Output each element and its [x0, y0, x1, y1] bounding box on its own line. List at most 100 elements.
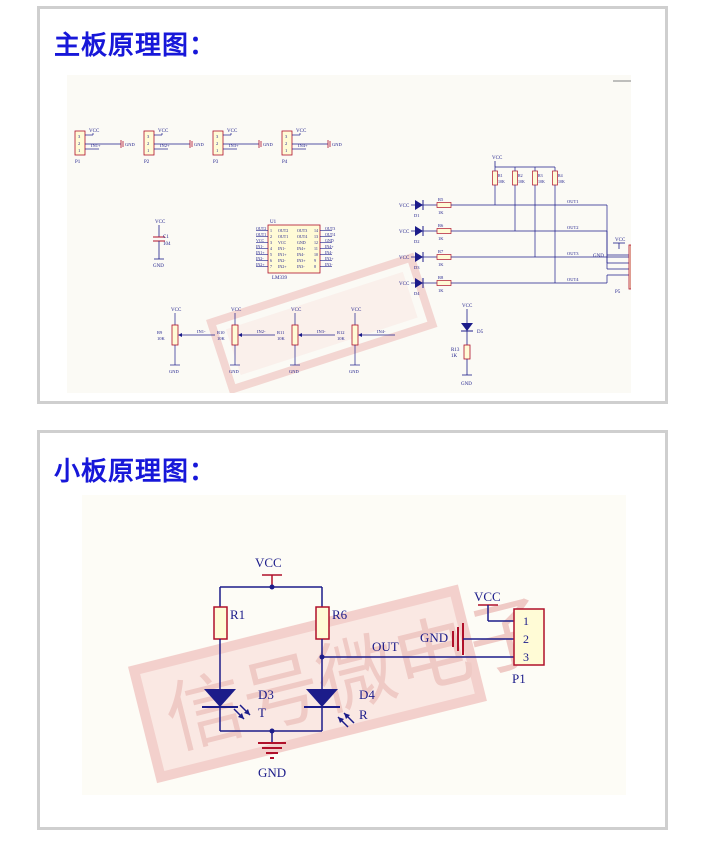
- pot-body: [231, 324, 239, 346]
- pin-inner-left: IN1-: [278, 246, 286, 251]
- header-body: [143, 130, 155, 156]
- pot-vcc-label: VCC: [291, 308, 302, 313]
- pin-num-left: 3: [270, 240, 272, 245]
- power-led-d5: VCC D5 R13 1K GND: [451, 304, 484, 387]
- pot-vcc-label: VCC: [231, 308, 242, 313]
- r1-ref: R1: [230, 607, 245, 622]
- pin-name-right: IN3+: [325, 256, 334, 261]
- pin-inner-left: OUT1: [278, 234, 288, 239]
- pin-num-left: 1: [270, 228, 272, 233]
- led-res-value: 1K: [438, 236, 444, 241]
- pot-ref: R10: [217, 330, 225, 335]
- header-vcc-label: VCC: [296, 129, 307, 134]
- schematic-background: [67, 75, 631, 393]
- led-ref: D4: [414, 291, 420, 296]
- pin-name-left: IN2+: [256, 262, 265, 267]
- pin-name-right: GND: [325, 238, 334, 243]
- header-ref: P4: [282, 160, 288, 165]
- pin-num-right: 8: [314, 264, 316, 269]
- cap-ref: C1: [163, 235, 169, 240]
- led-res-value: 1K: [438, 262, 444, 267]
- led-res-ref: R7: [438, 249, 444, 254]
- pot-value: 10K: [337, 336, 346, 341]
- header-pin-label: 3: [78, 134, 81, 139]
- pin-inner-left: OUT2: [278, 228, 288, 233]
- wiper-arrow: [298, 333, 302, 337]
- led-resistor-body: [436, 280, 452, 286]
- pullup-ref: R1: [498, 173, 503, 178]
- pin-inner-left: IN1+: [278, 252, 287, 257]
- pin-num-left: 6: [270, 258, 272, 263]
- pullup-value: 10K: [518, 179, 525, 184]
- pin-name-right: IN4-: [325, 250, 333, 255]
- header-pin-1: 1: [523, 614, 529, 628]
- pullup-body: [552, 170, 558, 186]
- pin-num-left: 5: [270, 252, 272, 257]
- r13-ref: R13: [451, 348, 460, 353]
- header-ref: P1: [512, 671, 526, 686]
- header-vcc-label: VCC: [89, 129, 100, 134]
- header-pin-label: 2: [147, 141, 149, 146]
- header-vcc-label: VCC: [227, 129, 238, 134]
- header-pin-label: 1: [78, 148, 80, 153]
- pin-num-right: 9: [314, 258, 316, 263]
- led-resistor-body: [436, 254, 452, 260]
- led-net-label: OUT1: [567, 199, 579, 204]
- comparator-part: LM339: [272, 276, 288, 281]
- pin-name-left: VCC: [256, 238, 265, 243]
- small-board-schematic: 信号微电子 VCC R1 R6 OUT D3 T: [82, 495, 626, 795]
- pot-ref: R11: [277, 330, 284, 335]
- pin-num-right: 13: [314, 234, 318, 239]
- led-icon: [415, 278, 423, 288]
- pin-num-left: 7: [270, 264, 272, 269]
- p5-gnd-label: GND: [593, 254, 604, 259]
- pullup-value: 10K: [558, 179, 565, 184]
- header-gnd-label: GND: [420, 630, 448, 645]
- led-icon: [415, 200, 423, 210]
- pullup-body: [512, 170, 518, 186]
- header-net-label: IN1+: [91, 143, 101, 148]
- header-pin-label: 3: [147, 134, 150, 139]
- ground-icon: [258, 742, 286, 759]
- r6-resistor: [315, 606, 330, 640]
- led-res-ref: R8: [438, 275, 444, 280]
- wiper-arrow: [358, 333, 362, 337]
- led-vcc-label: VCC: [399, 282, 410, 287]
- header-net-label: IN4+: [298, 143, 308, 148]
- gnd-bottom-label: GND: [258, 765, 286, 780]
- r1-resistor: [213, 606, 228, 640]
- header-pin-label: 1: [147, 148, 149, 153]
- d4-type: R: [359, 707, 368, 722]
- main-board-title: 主板原理图：: [54, 31, 217, 61]
- pin-num-right: 14: [314, 228, 318, 233]
- pullup-ref: R3: [538, 173, 543, 178]
- header-gnd-label: GND: [194, 142, 204, 147]
- main-board-schematic: 321P1VCCIN1+GND321P2VCCIN2+GND321P3VCCIN…: [67, 75, 631, 393]
- pin-name-left: OUT1: [256, 232, 266, 237]
- p5-ref: P5: [615, 290, 621, 295]
- pin-inner-left: IN2-: [278, 258, 286, 263]
- pot-value: 10K: [217, 336, 226, 341]
- pullup-ref: R2: [518, 173, 523, 178]
- d5-ref: D5: [477, 330, 484, 335]
- pullup-vcc-label: VCC: [492, 156, 503, 161]
- header-pin-label: 3: [216, 134, 219, 139]
- pin-inner-right: IN3-: [297, 264, 305, 269]
- led-icon: [415, 226, 423, 236]
- pin-name-left: IN1-: [256, 244, 264, 249]
- pin-inner-right: IN3+: [297, 258, 306, 263]
- pot-vcc-label: VCC: [171, 308, 182, 313]
- header-net-label: IN2+: [160, 143, 170, 148]
- d3-type: T: [258, 705, 266, 720]
- wiper-arrow: [238, 333, 242, 337]
- header-ref: P2: [144, 160, 150, 165]
- pot-net-label: IN1-: [197, 329, 206, 334]
- led-res-value: 1K: [438, 288, 444, 293]
- pullup-value: 10K: [498, 179, 505, 184]
